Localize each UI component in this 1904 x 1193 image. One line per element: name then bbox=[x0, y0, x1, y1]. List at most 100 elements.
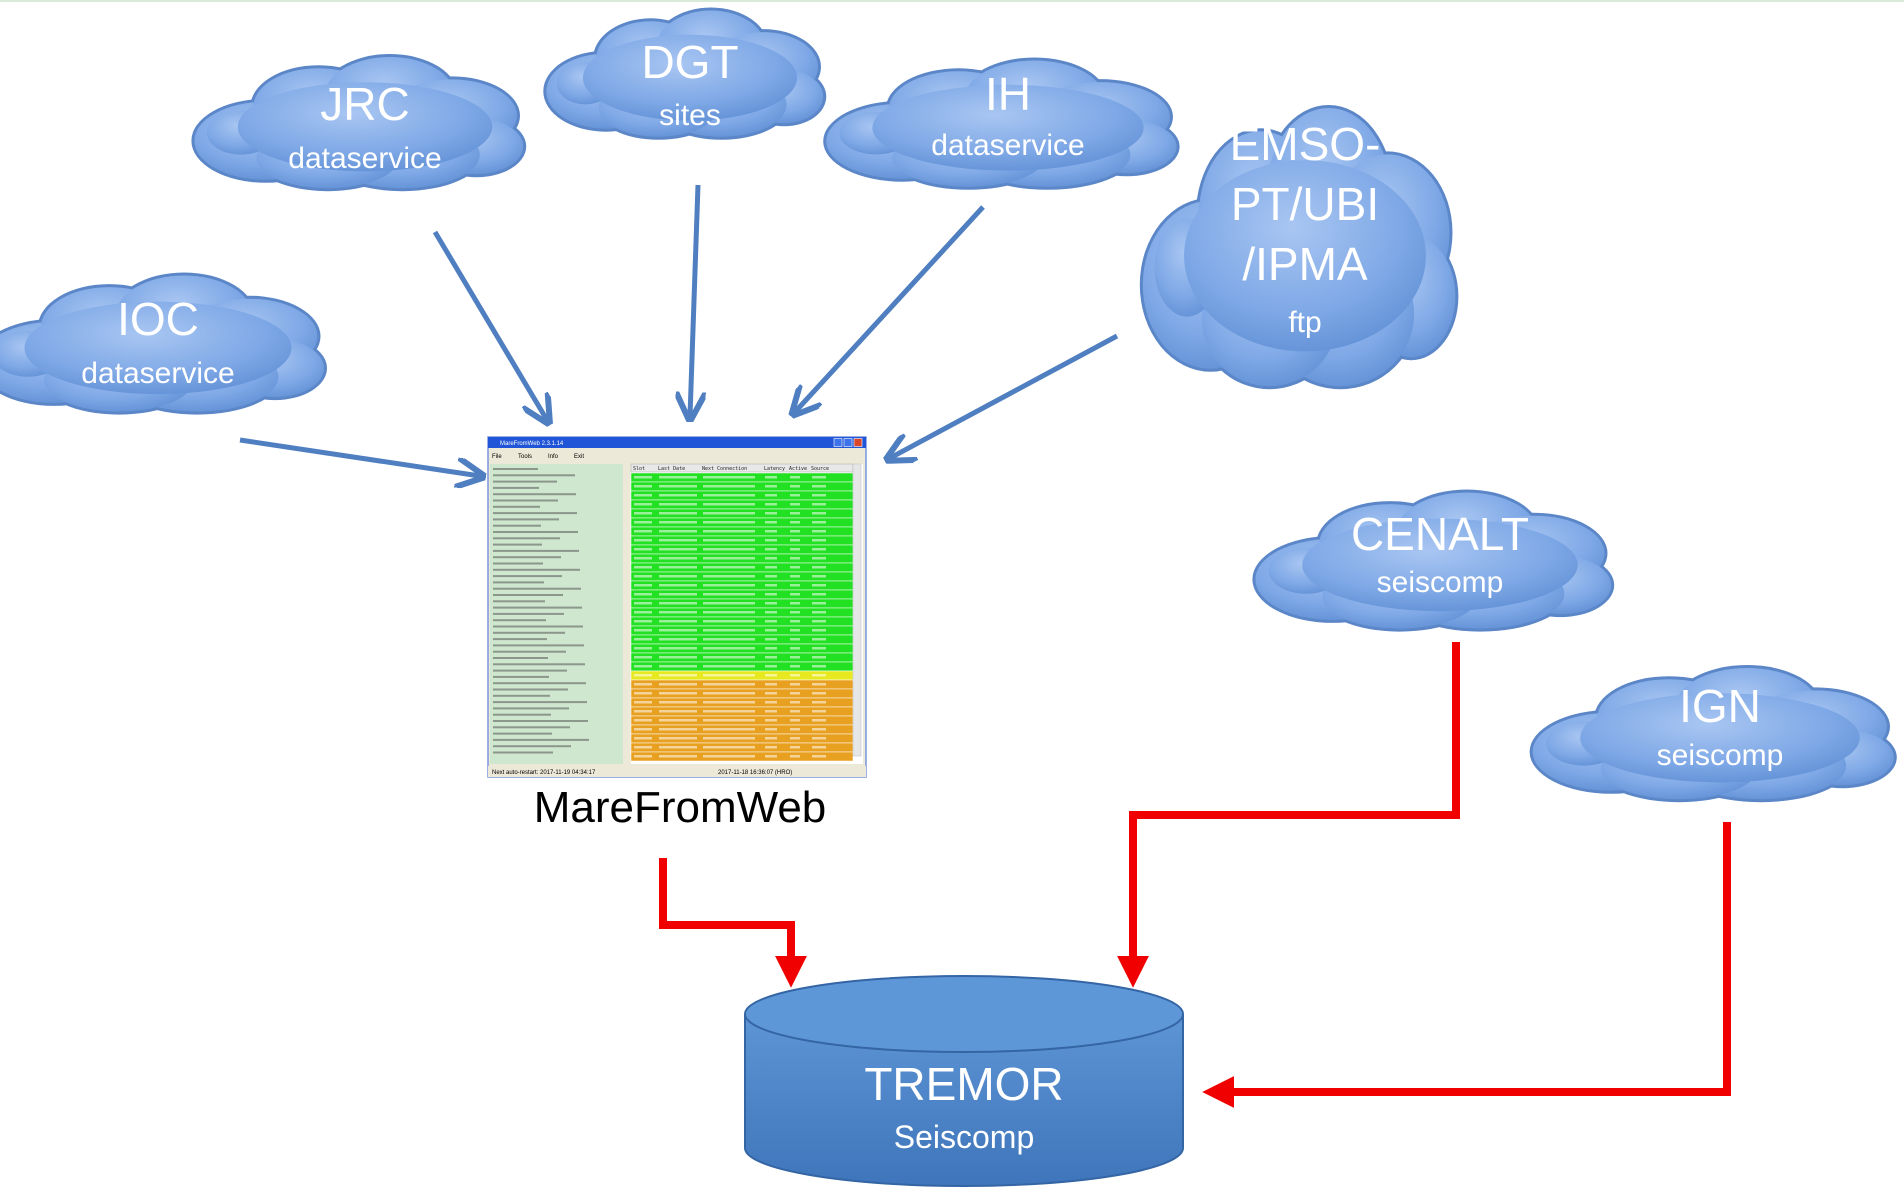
log-line bbox=[493, 493, 576, 496]
log-line bbox=[493, 594, 563, 596]
menu-item[interactable]: File bbox=[492, 454, 502, 460]
log-line bbox=[493, 657, 548, 659]
log-line bbox=[493, 701, 587, 704]
marefromweb-caption: MareFromWeb bbox=[534, 783, 827, 832]
cloud-title: JRC bbox=[320, 78, 409, 130]
table-row[interactable] bbox=[630, 508, 854, 519]
cloud-title: DGT bbox=[641, 36, 738, 88]
menu-item[interactable]: Exit bbox=[574, 454, 584, 460]
log-line bbox=[493, 518, 559, 521]
table-row[interactable] bbox=[630, 544, 854, 555]
cloud-title: IH bbox=[985, 68, 1031, 120]
menu-item[interactable]: Info bbox=[548, 454, 559, 460]
cloud-subtitle: dataservice bbox=[931, 129, 1084, 162]
maximize-button[interactable] bbox=[843, 438, 853, 447]
table-row[interactable] bbox=[630, 688, 854, 699]
table-column-header[interactable]: Slot bbox=[633, 466, 645, 472]
table-column-header[interactable]: Latency bbox=[764, 466, 785, 472]
table-row[interactable] bbox=[630, 643, 854, 654]
cloud-subtitle: seiscomp bbox=[1657, 739, 1784, 772]
table-row[interactable] bbox=[630, 517, 854, 528]
table-row[interactable] bbox=[630, 481, 854, 492]
cloud-subtitle: ftp bbox=[1288, 306, 1321, 339]
table-row[interactable] bbox=[630, 499, 854, 510]
log-line bbox=[493, 612, 564, 615]
log-line bbox=[493, 663, 585, 666]
log-line bbox=[493, 751, 553, 754]
log-line bbox=[493, 499, 558, 502]
table-row[interactable] bbox=[630, 616, 854, 627]
table-column-header[interactable]: Next Connection bbox=[702, 466, 747, 472]
table-row[interactable] bbox=[630, 661, 854, 672]
table-row[interactable] bbox=[630, 625, 854, 636]
table-scrollbar[interactable] bbox=[852, 463, 862, 757]
table-row[interactable] bbox=[630, 670, 854, 681]
table-column-header[interactable]: Last Date bbox=[658, 466, 685, 472]
log-line bbox=[493, 619, 546, 622]
table-rows bbox=[630, 472, 854, 762]
log-line bbox=[493, 631, 565, 634]
red-arrows bbox=[659, 642, 1731, 1108]
log-line bbox=[493, 707, 569, 710]
table-row[interactable] bbox=[630, 526, 854, 537]
close-button[interactable] bbox=[853, 438, 863, 447]
table-row[interactable] bbox=[630, 679, 854, 690]
table-row[interactable] bbox=[630, 490, 854, 501]
cloud-subtitle: sites bbox=[659, 99, 721, 132]
cloud-subtitle: seiscomp bbox=[1377, 566, 1504, 599]
table-column-header[interactable]: Source bbox=[811, 466, 829, 472]
log-line bbox=[493, 600, 545, 603]
log-line bbox=[493, 720, 588, 722]
log-line bbox=[493, 669, 567, 672]
table-row[interactable] bbox=[630, 733, 854, 744]
table-row[interactable] bbox=[630, 571, 854, 582]
table-row[interactable] bbox=[630, 472, 854, 483]
arrow-emso bbox=[890, 333, 1119, 458]
table-row[interactable] bbox=[630, 634, 854, 645]
table-row[interactable] bbox=[630, 724, 854, 735]
table-row[interactable] bbox=[630, 562, 854, 573]
arrow-jrc bbox=[432, 230, 547, 420]
table-row[interactable] bbox=[630, 607, 854, 618]
table-row[interactable] bbox=[630, 580, 854, 591]
menu-item[interactable]: Tools bbox=[518, 454, 532, 460]
log-line bbox=[493, 531, 578, 533]
table-row[interactable] bbox=[630, 697, 854, 708]
arrow-marefromweb-tremor bbox=[659, 858, 807, 988]
minimize-button[interactable] bbox=[833, 438, 843, 447]
log-line bbox=[493, 713, 551, 716]
log-line bbox=[493, 650, 566, 653]
log-line bbox=[493, 581, 544, 584]
table-row[interactable] bbox=[630, 553, 854, 564]
menu-bar: File Tools Info Exit bbox=[492, 454, 584, 460]
arrow-cenalt-tremor bbox=[1117, 642, 1460, 988]
cloud-shape bbox=[1139, 105, 1459, 390]
cloud-shape bbox=[0, 272, 327, 415]
cloud-shape bbox=[543, 7, 827, 140]
log-line bbox=[493, 486, 539, 489]
table-row[interactable] bbox=[630, 652, 854, 663]
log-line bbox=[493, 505, 540, 508]
log-lines bbox=[493, 468, 589, 754]
cloud-title: IOC bbox=[117, 293, 199, 345]
tremor-database: TREMOR Seiscomp bbox=[744, 975, 1184, 1187]
table-row[interactable] bbox=[630, 742, 854, 753]
status-right: 2017-11-18 16:36:07 (HRO) bbox=[718, 770, 792, 776]
log-line bbox=[493, 524, 541, 527]
database-subtitle: Seiscomp bbox=[894, 1119, 1035, 1155]
log-line bbox=[493, 606, 582, 609]
table-row[interactable] bbox=[630, 535, 854, 546]
cloud-title-line: /IPMA bbox=[1242, 238, 1368, 290]
cloud-title: CENALT bbox=[1351, 508, 1529, 560]
table-header: Slot Last Date Next Connection Latency Activ… bbox=[630, 463, 854, 473]
table-column-header[interactable]: Active bbox=[789, 466, 807, 472]
table-row[interactable] bbox=[630, 715, 854, 726]
table-row[interactable] bbox=[630, 598, 854, 609]
table-row[interactable] bbox=[630, 751, 854, 762]
table-row[interactable] bbox=[630, 706, 854, 717]
blue-arrows bbox=[239, 184, 1119, 476]
log-line bbox=[493, 745, 571, 748]
table-row[interactable] bbox=[630, 589, 854, 600]
